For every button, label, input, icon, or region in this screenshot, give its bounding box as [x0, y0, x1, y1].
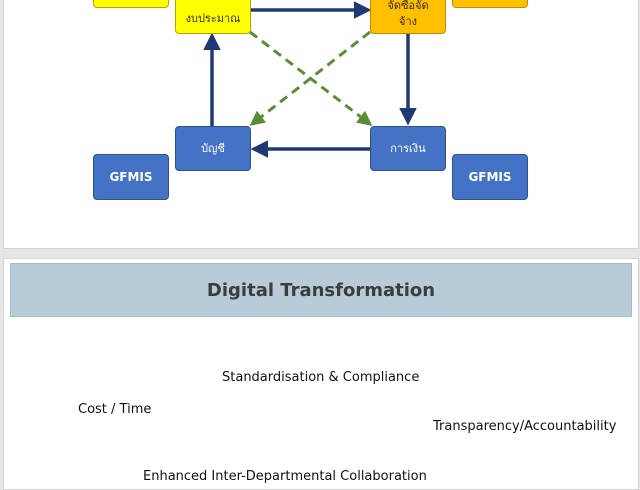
point-standardisation: Standardisation & Compliance	[222, 370, 420, 385]
point-transparency: Transparency/Accountability	[433, 419, 617, 434]
procurement-label-line1: จัดซื้อจัด	[387, 0, 429, 12]
finance-label: การเงิน	[390, 141, 426, 155]
finance-node: การเงิน	[370, 126, 446, 171]
gfmis-right-node: GFMIS	[452, 154, 528, 200]
dashed-arrow-procurement-to-accounting	[249, 30, 371, 126]
section-title: Digital Transformation	[206, 279, 436, 301]
digital-transformation-slide: Digital Transformation Standardisation &…	[3, 258, 639, 490]
section-title-bar: Digital Transformation	[10, 263, 632, 317]
offscreen-left-box	[93, 0, 169, 8]
budget-node: งบประมาณ	[175, 0, 251, 34]
gfmis-right-label: GFMIS	[468, 170, 512, 184]
budget-label: งบประมาณ	[185, 12, 241, 25]
point-cost-time: Cost / Time	[78, 402, 152, 417]
gfmis-left-node: GFMIS	[93, 154, 169, 200]
gfmis-left-label: GFMIS	[109, 170, 153, 184]
arrow-layer	[203, 1, 417, 158]
procurement-node: จัดซื้อจัด จ้าง	[370, 0, 446, 34]
accounting-node: บัญชี	[175, 126, 251, 171]
offscreen-right-box	[452, 0, 528, 8]
point-collaboration: Enhanced Inter-Departmental Collaboratio…	[143, 469, 427, 484]
accounting-label: บัญชี	[201, 141, 225, 155]
procurement-label-line2: จ้าง	[399, 15, 417, 28]
process-diagram-slide: งบประมาณ จัดซื้อจัด จ้าง บัญชี การเงิน G…	[3, 0, 639, 249]
